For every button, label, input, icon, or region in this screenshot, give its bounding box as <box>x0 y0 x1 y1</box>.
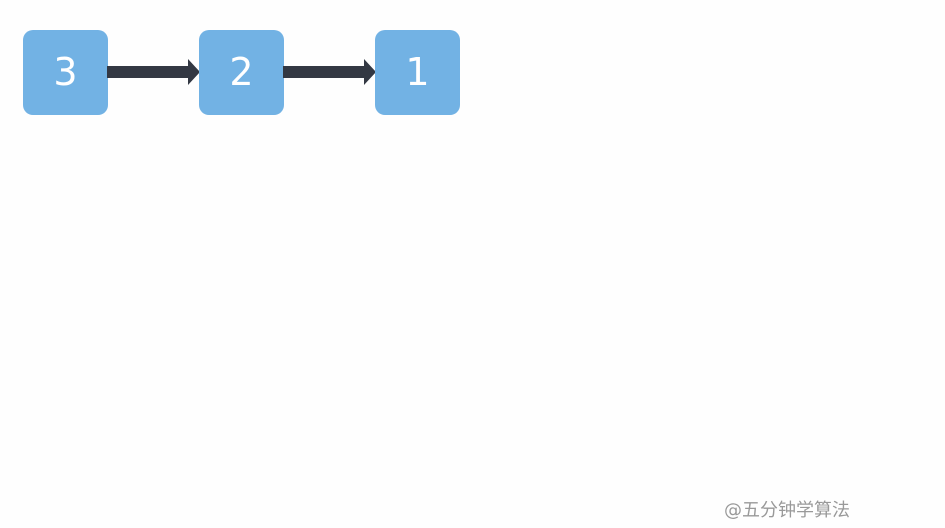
list-node-1: 1 <box>375 30 460 115</box>
arrow-3-to-2 <box>107 59 200 85</box>
watermark: @五分钟学算法 <box>724 500 850 521</box>
list-node-3: 3 <box>23 30 108 115</box>
arrow-2-to-1 <box>283 59 376 85</box>
node-value: 2 <box>229 50 254 94</box>
node-value: 1 <box>405 50 430 94</box>
node-value: 3 <box>53 50 78 94</box>
list-node-2: 2 <box>199 30 284 115</box>
